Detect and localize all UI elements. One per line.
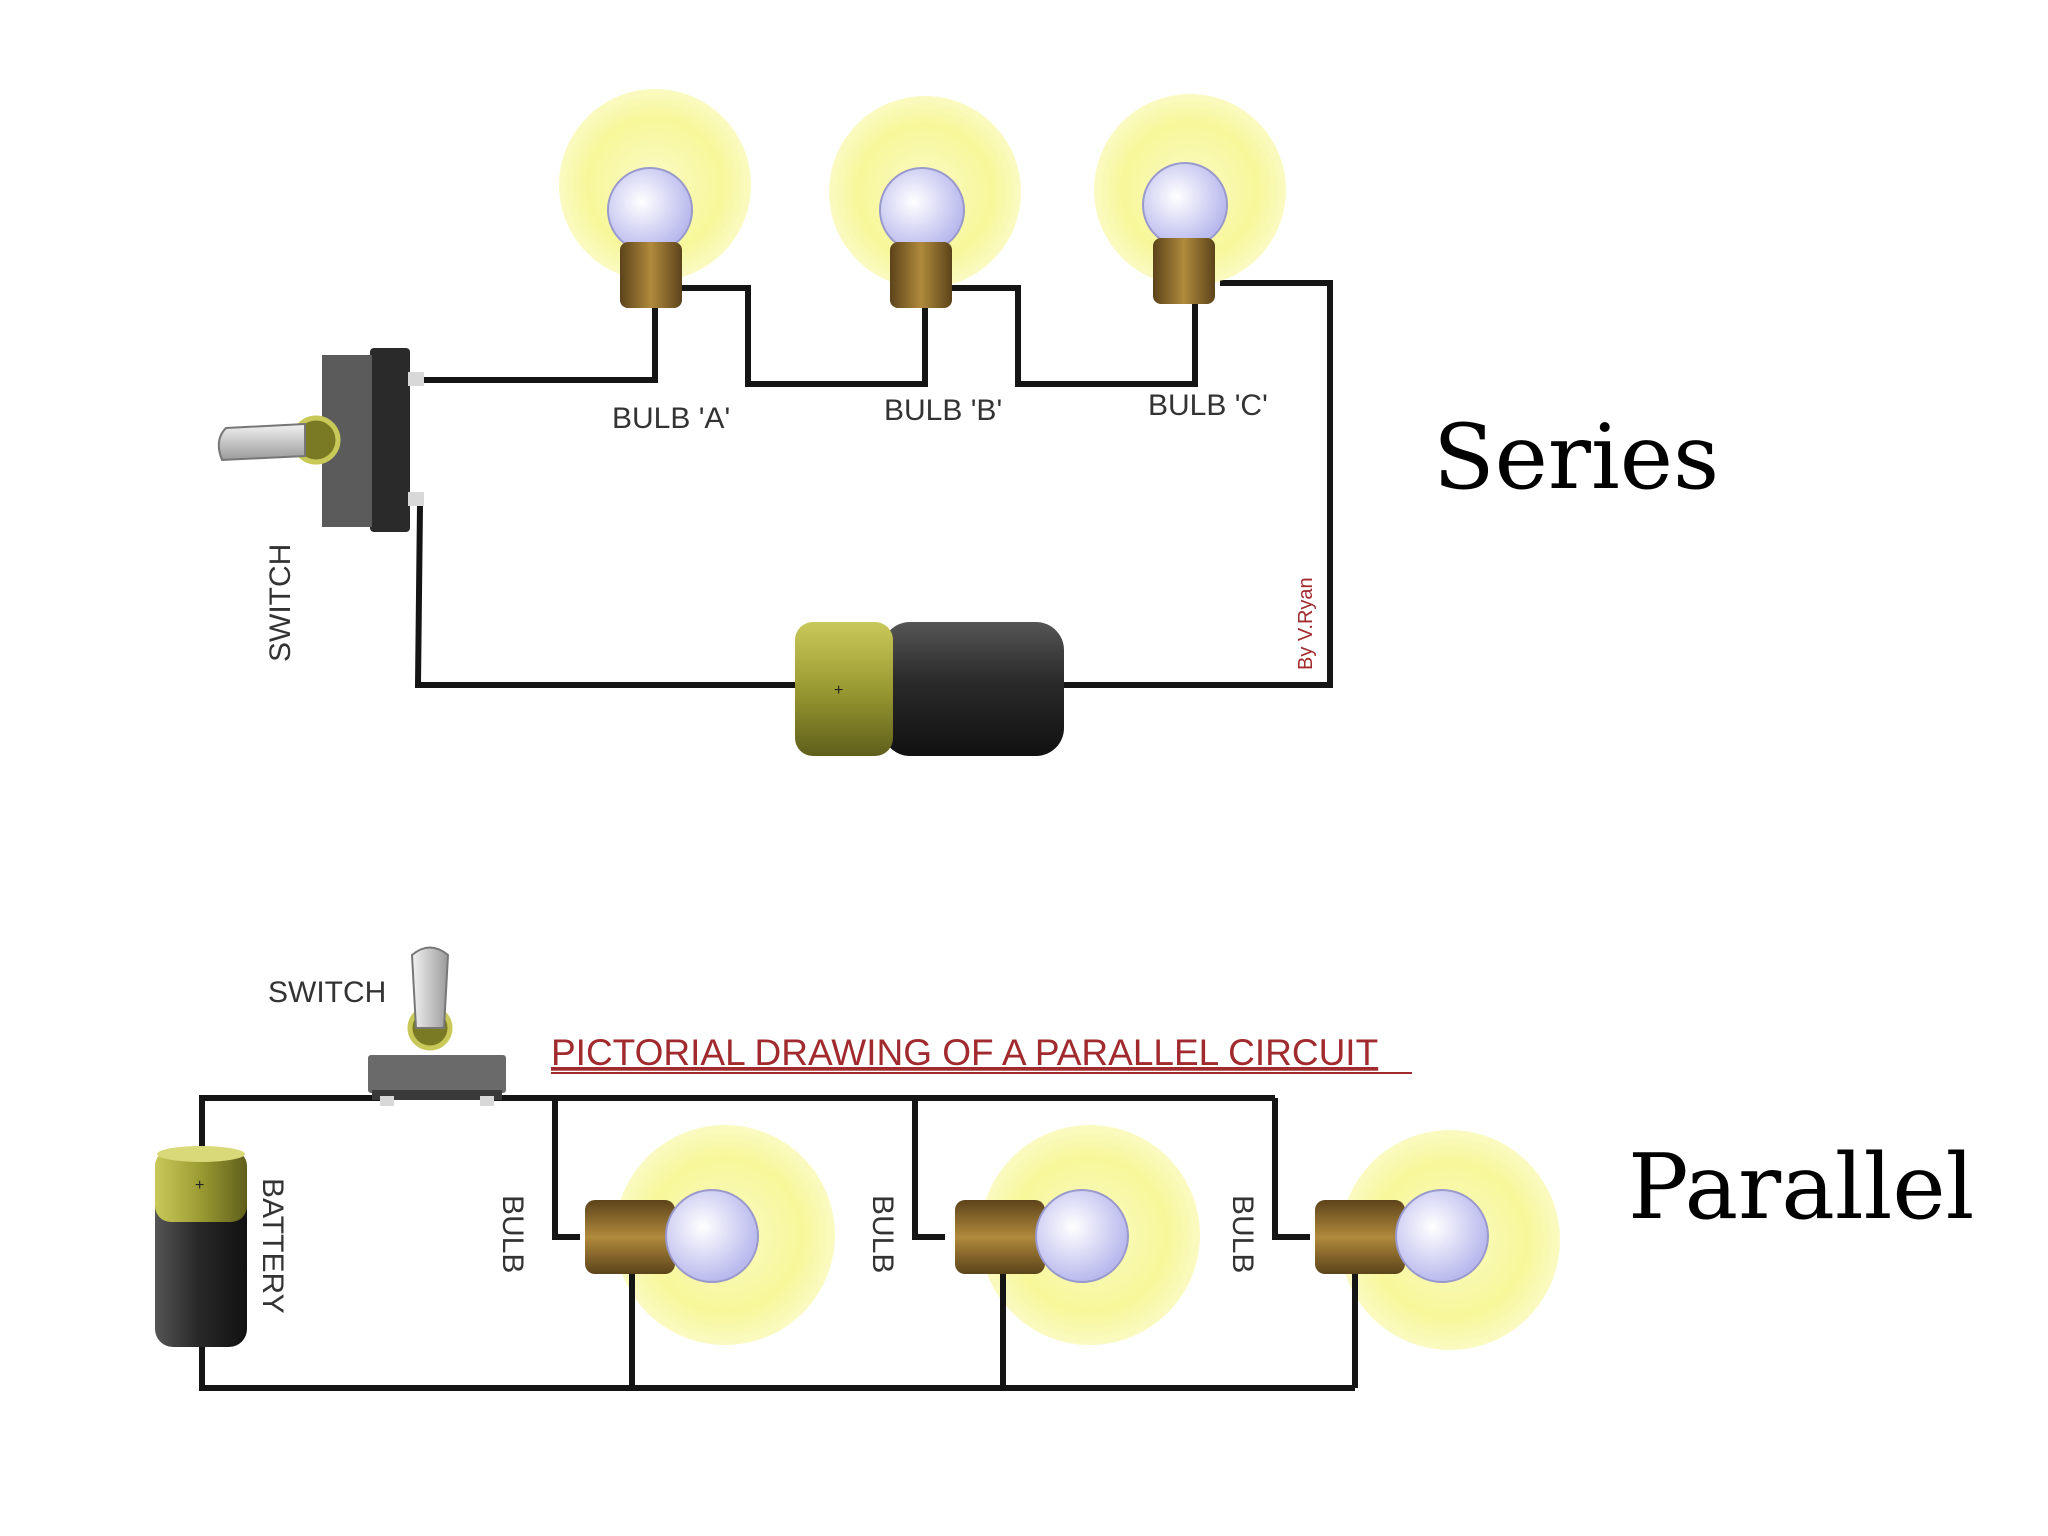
parallel-switch (368, 946, 506, 1106)
parallel-circuit: BULB BULB BULB + BATTERY SWITCH PICTORIA… (155, 946, 1974, 1391)
bulb-glass-icon (1395, 1189, 1489, 1283)
series-bulb-b (829, 96, 1021, 308)
series-bulb-c (1094, 94, 1286, 304)
battery-body-icon (882, 622, 1064, 756)
series-credit: By V.Ryan (1295, 577, 1317, 670)
series-heading: Series (1433, 405, 1719, 510)
battery-cap-icon (795, 622, 893, 756)
battery-cap-icon (155, 1150, 247, 1222)
series-circuit: BULB 'A' BULB 'B' BULB 'C' SWITCH + By V… (217, 89, 1719, 756)
series-wires (414, 280, 1333, 688)
parallel-wires (199, 1095, 1358, 1391)
svg-text:+: + (834, 682, 843, 699)
switch-body-icon (370, 348, 410, 532)
parallel-bulb-label-1: BULB (496, 1195, 529, 1273)
bulb-base-icon (1315, 1200, 1405, 1274)
switch-body-icon (368, 1055, 506, 1093)
svg-text:+: + (195, 1177, 204, 1194)
bulb-glass-icon (879, 167, 965, 253)
bulb-glass-icon (607, 167, 693, 253)
parallel-bulb-2 (955, 1189, 1129, 1283)
bulb-glass-icon (1142, 162, 1228, 248)
series-bulb-label-b: BULB 'B' (884, 394, 1002, 427)
parallel-heading: Parallel (1628, 1135, 1974, 1240)
parallel-battery-label: BATTERY (256, 1178, 289, 1314)
switch-lever-icon (217, 422, 306, 462)
parallel-bulb-label-2: BULB (866, 1195, 899, 1273)
series-bulb-label-a: BULB 'A' (612, 402, 730, 435)
parallel-bulb-1 (585, 1189, 759, 1283)
parallel-bulb-3 (1315, 1189, 1489, 1283)
bulb-base-icon (955, 1200, 1045, 1274)
series-bulb-a (559, 89, 751, 308)
bulb-base-icon (585, 1200, 675, 1274)
series-bulb-label-c: BULB 'C' (1148, 389, 1268, 422)
parallel-title: PICTORIAL DRAWING OF A PARALLEL CIRCUIT (551, 1032, 1378, 1073)
parallel-switch-label: SWITCH (268, 976, 386, 1009)
parallel-bulb-label-3: BULB (1226, 1195, 1259, 1273)
switch-lever-icon (410, 946, 450, 1029)
bulb-base-icon (620, 242, 682, 308)
series-switch-label: SWITCH (264, 544, 297, 662)
series-switch (217, 348, 424, 532)
parallel-battery: + (155, 1146, 247, 1347)
bulb-glass-icon (1035, 1189, 1129, 1283)
series-battery: + (795, 622, 1064, 756)
bulb-glass-icon (665, 1189, 759, 1283)
bulb-base-icon (1153, 238, 1215, 304)
bulb-base-icon (890, 242, 952, 308)
